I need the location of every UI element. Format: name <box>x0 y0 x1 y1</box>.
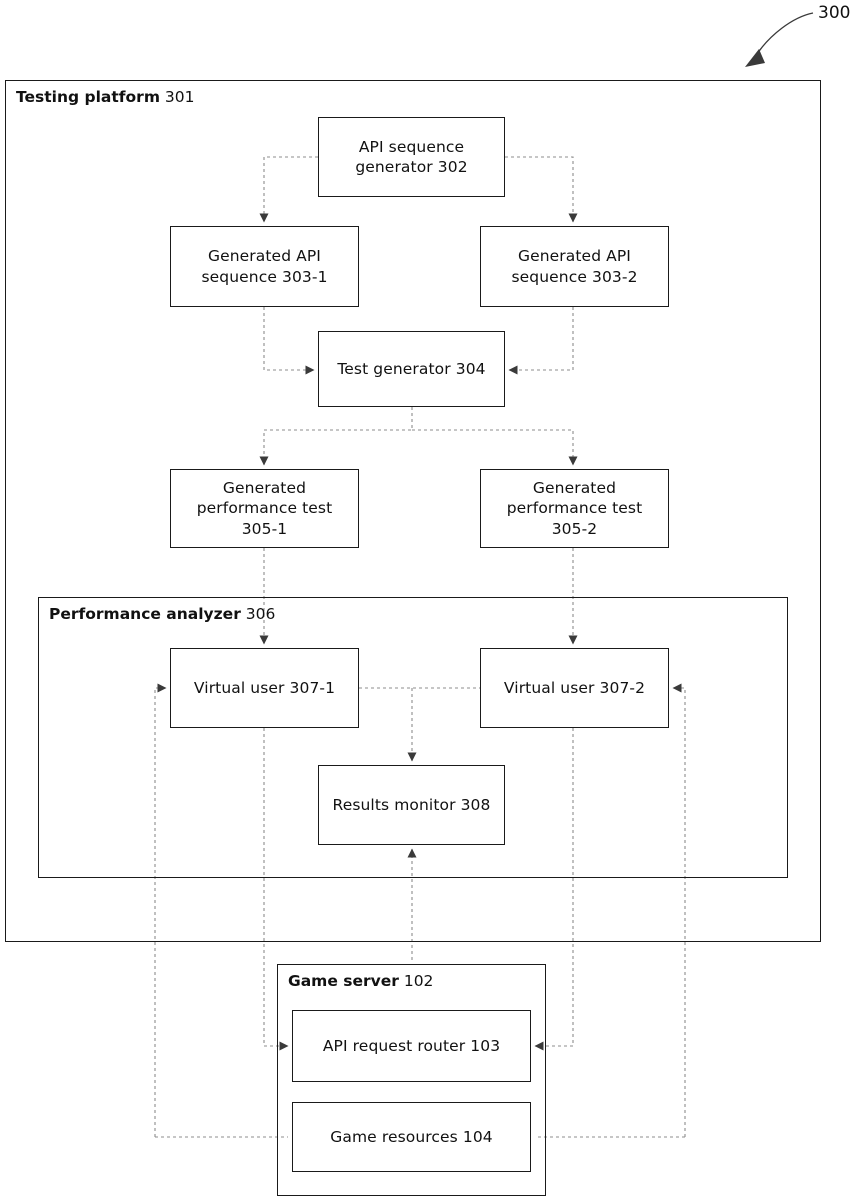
test-generator-box[interactable]: Test generator 304 <box>318 331 505 407</box>
game-server-caption: Game server 102 <box>288 972 433 990</box>
testing-platform-caption-name: Testing platform <box>16 88 160 106</box>
api-sequence-generator-label: API sequence generator 302 <box>349 137 473 178</box>
performance-analyzer-caption: Performance analyzer 306 <box>49 605 275 623</box>
virtual-user-307-1-box[interactable]: Virtual user 307-1 <box>170 648 359 728</box>
generated-performance-test-305-1-label: Generated performance test 305-1 <box>191 478 339 539</box>
figure-reference-leader-icon <box>745 12 814 67</box>
results-monitor-label: Results monitor 308 <box>327 795 497 815</box>
virtual-user-307-2-box[interactable]: Virtual user 307-2 <box>480 648 669 728</box>
generated-api-sequence-303-1-box[interactable]: Generated API sequence 303-1 <box>170 226 359 307</box>
test-generator-line1: Test generator 304 <box>337 359 486 378</box>
generated-api-sequence-303-2-line2: sequence 303-2 <box>511 267 638 286</box>
generated-api-sequence-303-2-line1: Generated API <box>518 247 631 266</box>
test-generator-label: Test generator 304 <box>331 359 491 379</box>
game-server-caption-name: Game server <box>288 972 399 990</box>
game-resources-box[interactable]: Game resources 104 <box>292 1102 531 1172</box>
generated-api-sequence-303-1-line1: Generated API <box>208 247 321 266</box>
virtual-user-307-1-line1: Virtual user 307-1 <box>193 678 336 697</box>
game-resources-line1: Game resources 104 <box>330 1127 493 1146</box>
testing-platform-caption: Testing platform 301 <box>16 88 195 106</box>
generated-performance-test-305-2-line3: 305-2 <box>551 519 598 538</box>
virtual-user-307-2-label: Virtual user 307-2 <box>498 678 651 698</box>
api-sequence-generator-box[interactable]: API sequence generator 302 <box>318 117 505 197</box>
generated-performance-test-305-1-line3: 305-1 <box>241 519 288 538</box>
generated-api-sequence-303-2-box[interactable]: Generated API sequence 303-2 <box>480 226 669 307</box>
api-request-router-box[interactable]: API request router 103 <box>292 1010 531 1082</box>
generated-api-sequence-303-1-line2: sequence 303-1 <box>201 267 328 286</box>
game-resources-label: Game resources 104 <box>324 1127 499 1147</box>
generated-api-sequence-303-2-label: Generated API sequence 303-2 <box>505 246 643 287</box>
generated-performance-test-305-2-line1: Generated <box>532 478 617 497</box>
api-request-router-line1: API request router 103 <box>322 1036 501 1055</box>
generated-performance-test-305-1-line2: performance test <box>196 499 333 518</box>
results-monitor-box[interactable]: Results monitor 308 <box>318 765 505 845</box>
performance-analyzer-caption-number: 306 <box>245 605 276 623</box>
generated-api-sequence-303-1-label: Generated API sequence 303-1 <box>195 246 333 287</box>
virtual-user-307-1-label: Virtual user 307-1 <box>188 678 341 698</box>
game-server-caption-number: 102 <box>403 972 434 990</box>
testing-platform-caption-number: 301 <box>164 88 195 106</box>
api-sequence-generator-line2: generator 302 <box>355 158 468 176</box>
generated-performance-test-305-1-line1: Generated <box>222 478 307 497</box>
performance-analyzer-container: Performance analyzer 306 <box>38 597 788 878</box>
generated-performance-test-305-2-line2: performance test <box>506 499 643 518</box>
api-sequence-generator-line1: API sequence <box>358 137 465 156</box>
generated-performance-test-305-1-box[interactable]: Generated performance test 305-1 <box>170 469 359 548</box>
generated-performance-test-305-2-label: Generated performance test 305-2 <box>501 478 649 539</box>
testing-platform-container: Testing platform 301 <box>5 80 821 942</box>
game-server-container: Game server 102 <box>277 964 546 1196</box>
performance-analyzer-caption-name: Performance analyzer <box>49 605 241 623</box>
results-monitor-line1: Results monitor 308 <box>332 795 491 814</box>
generated-performance-test-305-2-box[interactable]: Generated performance test 305-2 <box>480 469 669 548</box>
virtual-user-307-2-line1: Virtual user 307-2 <box>503 678 646 697</box>
figure-reference-number: 300 <box>818 3 851 23</box>
api-request-router-label: API request router 103 <box>317 1036 506 1056</box>
